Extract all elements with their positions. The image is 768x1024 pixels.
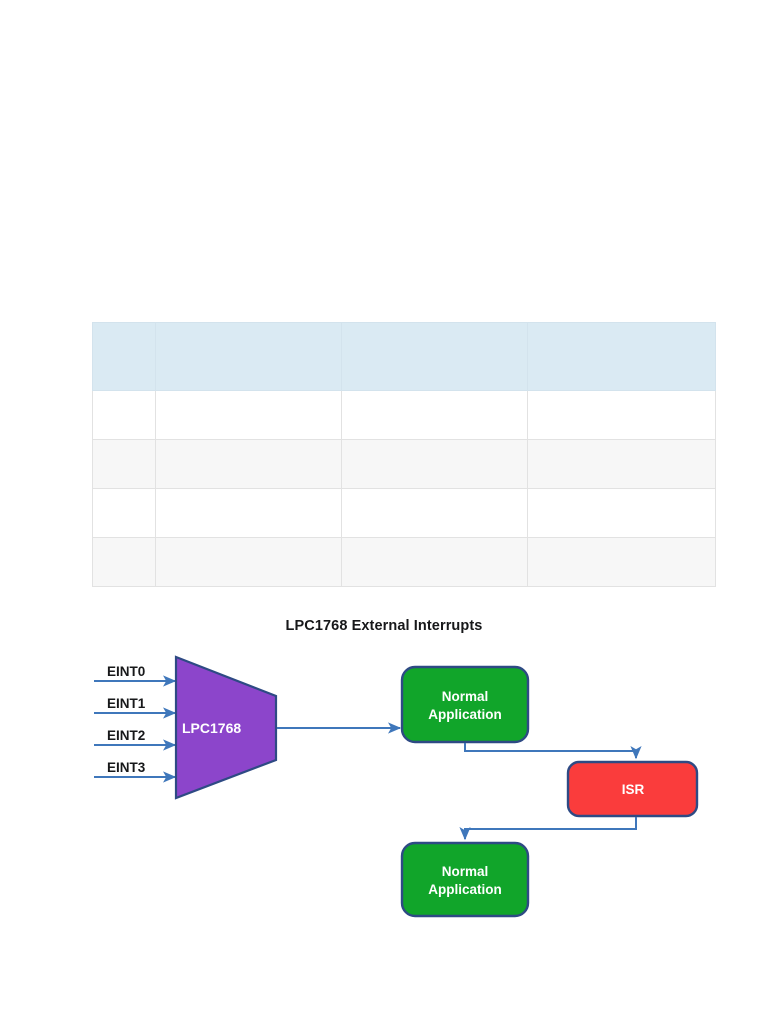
normal-app-top-box	[400, 665, 530, 744]
normal-app-to-isr-connector	[464, 743, 642, 760]
table-cell	[155, 537, 342, 587]
isr-label: ISR	[622, 782, 645, 797]
table-cell	[92, 488, 156, 538]
normal-app-bottom-label-line1: Normal	[442, 864, 489, 879]
table-row	[92, 390, 716, 440]
eint0-label: EINT0	[107, 664, 145, 679]
table-header-cell-2	[155, 322, 342, 391]
normal-app-bottom-label-line2: Application	[428, 882, 502, 897]
table-cell	[341, 390, 528, 440]
eint3-label: EINT3	[107, 760, 146, 775]
table-row	[92, 439, 716, 489]
table-cell	[527, 488, 716, 538]
normal-app-bottom-box	[400, 841, 530, 918]
table-cell	[155, 439, 342, 489]
normal-app-top-label-line1: Normal	[442, 689, 489, 704]
table-row	[92, 488, 716, 538]
normal-app-top-label-line2: Application	[428, 707, 502, 722]
eint2-label: EINT2	[107, 728, 145, 743]
isr-to-normal-app-connector	[459, 817, 637, 841]
table-cell	[527, 537, 716, 587]
eint-input-arrows	[94, 675, 177, 783]
table-cell	[155, 488, 342, 538]
diagram-canvas: EINT0 EINT1 EINT2 EINT3 LPC1768 Normal A…	[94, 655, 699, 918]
lpc1768-chip-label: LPC1768	[182, 720, 241, 736]
table-cell	[92, 439, 156, 489]
table-cell	[341, 439, 528, 489]
table-cell	[92, 537, 156, 587]
diagram-title: LPC1768 External Interrupts	[285, 618, 483, 634]
table-cell	[341, 488, 528, 538]
table-header-row	[92, 322, 716, 391]
eint1-label: EINT1	[107, 696, 146, 711]
table-cell	[341, 537, 528, 587]
interrupt-flow-diagram: LPC1768 External Interrupts EINT0 EINT1 …	[0, 600, 768, 945]
lpc1768-chip-shape	[174, 655, 278, 800]
table-cell	[527, 390, 716, 440]
table-header-cell-4	[527, 322, 716, 391]
table-cell	[92, 390, 156, 440]
isr-box	[566, 760, 699, 818]
table-header-cell-3	[341, 322, 528, 391]
specification-table	[92, 322, 716, 587]
table-cell	[527, 439, 716, 489]
table-cell	[155, 390, 342, 440]
table-row	[92, 537, 716, 587]
table-header-cell-1	[92, 322, 156, 391]
